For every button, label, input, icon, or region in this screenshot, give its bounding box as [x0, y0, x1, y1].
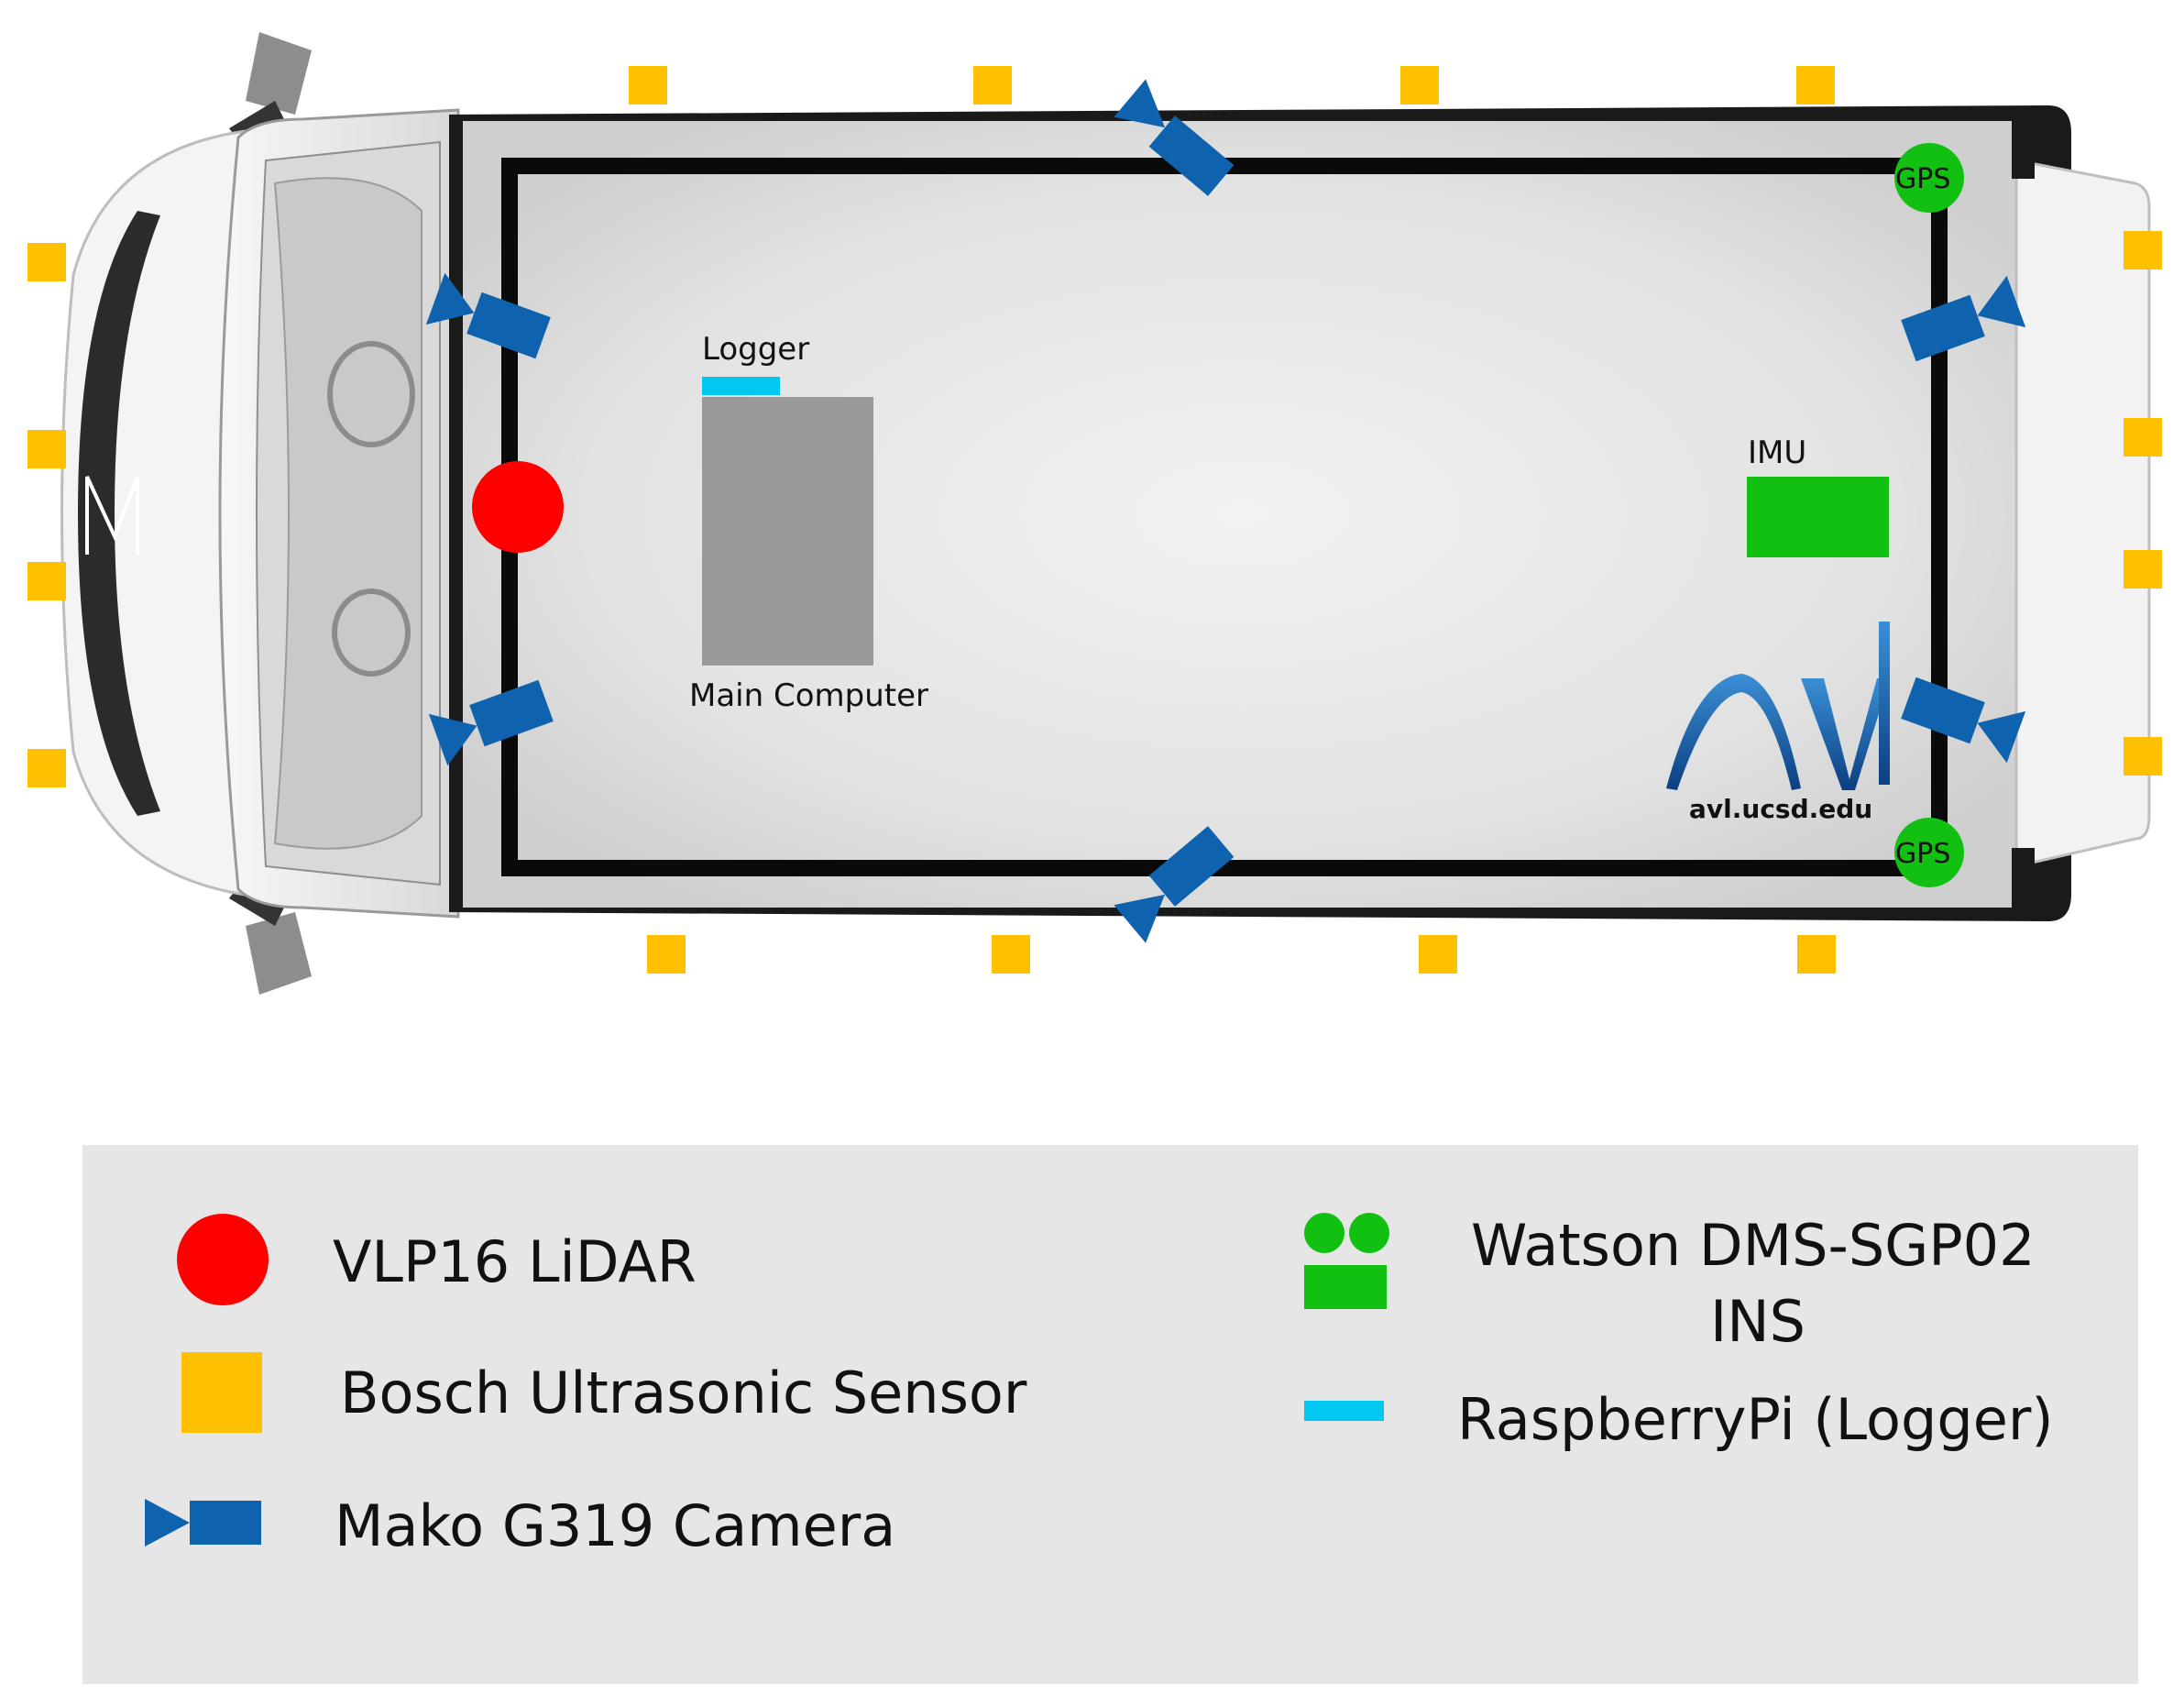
imu-marker — [1747, 477, 1889, 557]
legend-ins-label-line1: Watson DMS-SGP02 — [1471, 1212, 2036, 1279]
legend-camera-label: Mako G319 Camera — [335, 1492, 895, 1559]
gps-front-marker — [1894, 143, 1964, 213]
ultrasonic-sensor — [1797, 935, 1836, 974]
hood-logo — [85, 476, 139, 555]
ultrasonic-sensor — [1796, 66, 1835, 105]
right-mirror — [246, 912, 312, 995]
steering-wheel — [327, 341, 415, 447]
legend-logger-swatch — [1304, 1401, 1384, 1421]
camera-rear-right — [1901, 677, 2026, 764]
ultrasonic-sensor — [2124, 231, 2162, 270]
dashboard — [273, 177, 423, 850]
main-computer-box — [702, 397, 873, 666]
ultrasonic-sensor — [2124, 737, 2162, 776]
legend-background — [82, 1145, 2138, 1684]
imu-label: IMU — [1748, 435, 1806, 471]
legend-lidar-label: VLP16 LiDAR — [333, 1228, 697, 1295]
ultrasonic-sensor — [629, 66, 667, 105]
legend-ins-swatch — [1304, 1213, 1389, 1309]
ultrasonic-sensor — [27, 749, 66, 787]
ultrasonic-sensor — [2124, 550, 2162, 589]
avl-logo: avl.ucsd.edu — [1666, 622, 1890, 824]
rear-step-bottom — [2012, 848, 2035, 912]
camera-top — [1114, 79, 1235, 196]
ultrasonic-sensor — [1400, 66, 1439, 105]
avl-url-label: avl.ucsd.edu — [1689, 794, 1872, 824]
logger-marker — [702, 377, 780, 395]
legend-logger-label: RaspberryPi (Logger) — [1457, 1386, 2054, 1453]
legend-ultrasonic-swatch — [181, 1352, 262, 1433]
ultrasonic-sensor — [1419, 935, 1457, 974]
camera-front-left — [425, 272, 551, 359]
legend: VLP16 LiDAR Bosch Ultrasonic Sensor Mako… — [82, 1145, 2138, 1684]
cameras — [425, 79, 2026, 943]
legend-ultrasonic-label: Bosch Ultrasonic Sensor — [340, 1359, 1027, 1426]
logger-label: Logger — [702, 331, 809, 368]
gps-rear-label: GPS — [1895, 838, 1950, 870]
camera-rear-left — [1901, 275, 2026, 362]
camera-front-right — [428, 679, 554, 766]
main-computer-label: Main Computer — [689, 677, 928, 714]
ultrasonic-sensor — [992, 935, 1030, 974]
ultrasonic-sensor — [2124, 418, 2162, 457]
legend-lidar-swatch — [177, 1214, 269, 1305]
rear-step-top — [2012, 115, 2035, 179]
gear-knob — [332, 589, 411, 677]
ultrasonic-sensor — [647, 935, 686, 974]
van-grille — [78, 211, 160, 816]
avl-logo-mark — [1666, 674, 1801, 790]
gps-front-label: GPS — [1895, 163, 1950, 195]
lidar-marker — [472, 461, 564, 553]
avl-logo-v — [1801, 678, 1890, 790]
gps-rear-marker — [1894, 818, 1964, 887]
avl-logo-l — [1879, 622, 1890, 785]
legend-camera-swatch — [145, 1499, 261, 1546]
ultrasonic-sensor — [27, 562, 66, 600]
rear-bumper — [2014, 159, 2151, 868]
ultrasonic-sensors — [27, 66, 2162, 974]
ultrasonic-sensor — [973, 66, 1012, 105]
ultrasonic-sensor — [27, 243, 66, 281]
left-mirror — [246, 32, 312, 115]
ultrasonic-sensor — [27, 430, 66, 468]
camera-bottom — [1114, 826, 1235, 943]
legend-ins-label-line2: INS — [1710, 1288, 1805, 1355]
